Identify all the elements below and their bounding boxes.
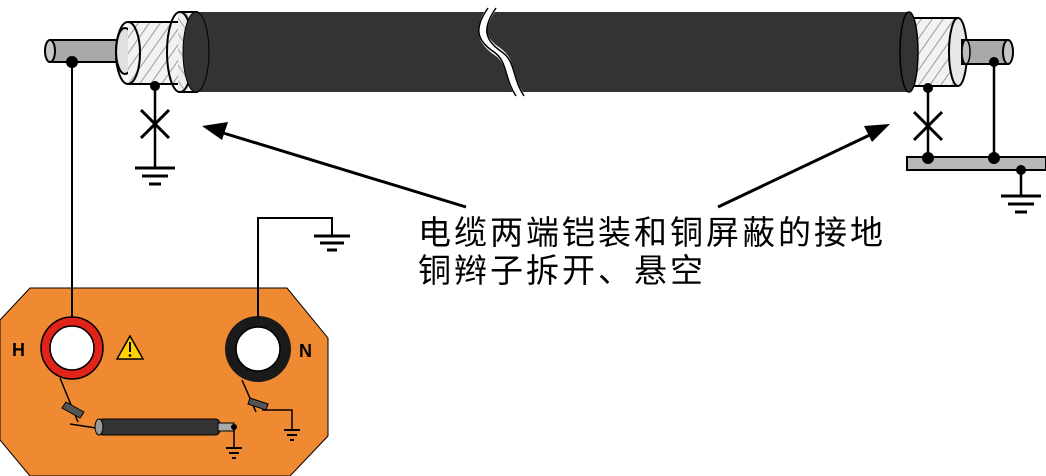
annotation-note: 电缆两端铠装和铜屏蔽的接地 铜辫子拆开、悬空 [418,214,886,290]
panel-n-clip [241,379,300,441]
annotation-line-2: 铜辫子拆开、悬空 [418,251,706,290]
annotation-arrows [202,122,890,209]
terminal-n-label: N [299,341,312,361]
instrument-panel [0,287,329,476]
terminal-n[interactable] [225,316,291,382]
right-ground-assembly [906,57,1046,214]
lead-n-ground [257,217,350,318]
warning-triangle-icon [115,334,145,360]
panel-cable-sample [59,377,242,459]
cable-jacket [182,5,911,99]
right-conductor [948,17,1014,87]
test-instrument: H N [0,56,350,476]
terminal-h[interactable] [40,56,104,380]
cable [44,5,1014,99]
annotation-line-1: 电缆两端铠装和铜屏蔽的接地 [418,213,886,252]
terminal-h-label: H [12,340,25,360]
grounding-bar [906,156,1046,171]
left-ground-disconnected [135,81,175,186]
